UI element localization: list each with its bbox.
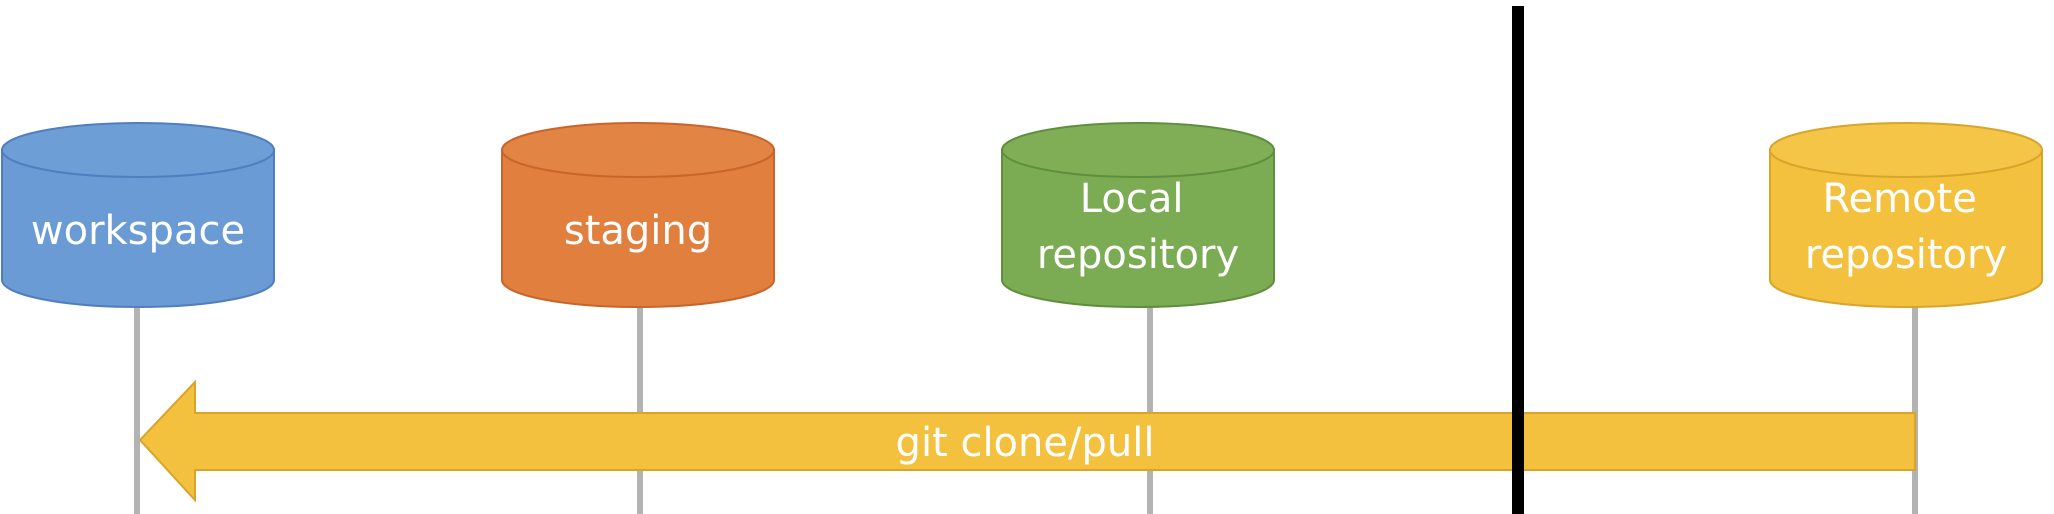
- cylinder-top-staging: [501, 122, 775, 178]
- cylinder-body-local-repository: [1001, 149, 1275, 308]
- arrow-shape: [138, 379, 1916, 503]
- connector-lines: [134, 300, 1918, 514]
- staging-label-line-1: staging: [564, 208, 712, 254]
- local-repository-label-line-1: Local: [1080, 176, 1184, 222]
- cylinder-label-remote-repository: Remote repository: [1805, 176, 2007, 278]
- cylinder-body-staging: [501, 149, 775, 308]
- local-repository-label-line-2: repository: [1037, 232, 1239, 278]
- cylinder-body-remote-repository: [1769, 149, 2043, 308]
- workspace-label-line-1: workspace: [31, 208, 245, 254]
- cylinder-workspace: workspace: [1, 122, 275, 308]
- cylinder-label-local-repository: Local repository: [1037, 176, 1239, 278]
- cylinder-label-staging: staging: [564, 208, 712, 254]
- cylinder-local-repository: Local repository: [1001, 122, 1275, 308]
- remote-repository-label-line-2: repository: [1805, 232, 2007, 278]
- cylinder-top-remote-repository: [1769, 122, 2043, 178]
- remote-repository-label-line-1: Remote: [1822, 176, 1976, 222]
- cylinder-remote-repository: Remote repository: [1769, 122, 2043, 308]
- cylinder-body-workspace: [1, 149, 275, 308]
- cylinder-staging: staging: [501, 122, 775, 308]
- arrow-label: git clone/pull: [896, 420, 1155, 466]
- git-clone-pull-arrow: git clone/pull: [138, 379, 1916, 503]
- cylinder-label-workspace: workspace: [31, 208, 245, 254]
- cylinder-top-local-repository: [1001, 122, 1275, 178]
- cylinder-top-workspace: [1, 122, 275, 178]
